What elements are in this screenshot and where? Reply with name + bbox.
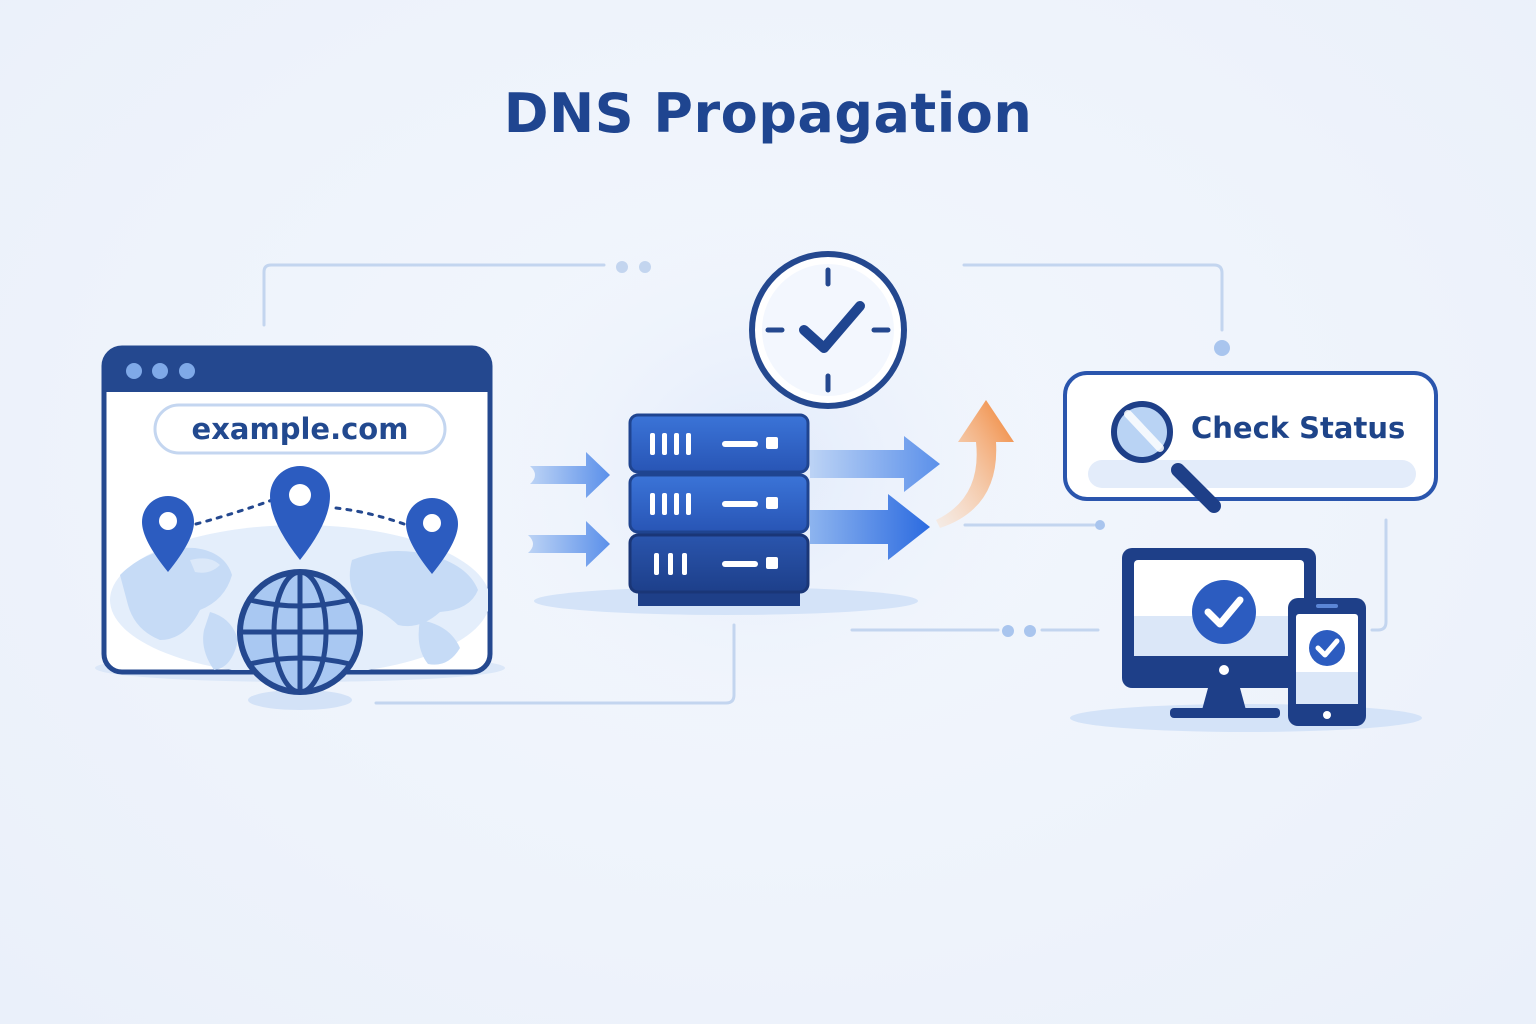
- check-status-card[interactable]: [1063, 371, 1438, 501]
- window-dot-icon: [179, 363, 195, 379]
- address-bar[interactable]: [153, 403, 447, 455]
- map-pin-icon: [406, 498, 458, 574]
- check-status-label[interactable]: Check Status: [1191, 411, 1406, 445]
- globe-icon: [237, 569, 363, 710]
- clock-check-icon: [749, 251, 907, 409]
- page-title: DNS Propagation: [503, 82, 1033, 145]
- connector-lines: [262, 263, 1388, 705]
- connector-dots: [616, 261, 1230, 637]
- magnifier-icon: [1111, 401, 1221, 513]
- map-pin-icon: [270, 466, 330, 560]
- outgoing-arrows: [810, 436, 940, 560]
- monitor-and-phone-check-icon: [1070, 548, 1422, 732]
- window-dot-icon: [152, 363, 168, 379]
- incoming-arrows: [528, 452, 610, 567]
- browser-window-icon: [95, 345, 505, 710]
- map-pin-icon: [142, 496, 194, 572]
- window-dot-icon: [126, 363, 142, 379]
- address-bar-text[interactable]: example.com: [191, 412, 409, 446]
- trend-up-arrow-icon: [936, 400, 1014, 528]
- server-stack-icon: [534, 413, 918, 615]
